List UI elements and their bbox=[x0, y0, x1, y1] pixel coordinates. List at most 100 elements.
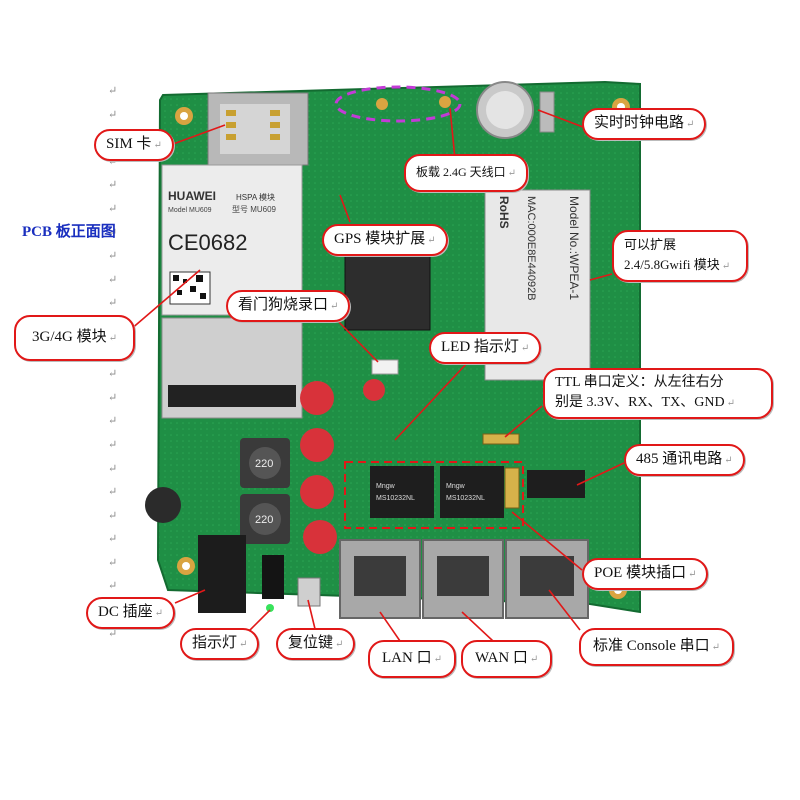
callout-text: LAN 口 bbox=[382, 650, 432, 666]
pointer-lines bbox=[129, 107, 625, 642]
paragraph-mark: ↵ bbox=[108, 179, 118, 192]
callout-text: 2.4/5.8Gwifi 模块 bbox=[624, 257, 720, 272]
ttl-header bbox=[482, 433, 520, 445]
callout-text: POE 模块插口 bbox=[594, 565, 687, 581]
paragraph-mark: ↵ bbox=[108, 556, 118, 569]
paragraph-mark: ↵ bbox=[108, 391, 118, 404]
callout-text: DC 插座 bbox=[98, 604, 153, 620]
watchdog-header bbox=[371, 359, 399, 375]
callout-text: WAN 口 bbox=[475, 650, 528, 666]
callout-text: 3G/4G 模块 bbox=[32, 329, 107, 345]
pcie-slot bbox=[161, 317, 303, 419]
main-soc bbox=[344, 249, 431, 331]
dc-jack bbox=[198, 535, 246, 613]
paragraph-mark: ↵ bbox=[108, 509, 118, 522]
modem-type: HSPA 模块 bbox=[236, 192, 275, 202]
paragraph-mark: ↵ bbox=[108, 533, 118, 546]
paragraph-mark: ↵ bbox=[108, 273, 118, 286]
paragraph-mark: ↵ bbox=[108, 462, 118, 475]
chip-model: MS10232NL bbox=[376, 495, 415, 502]
indicator-light-housing bbox=[262, 555, 284, 599]
callout-text: GPS 模块扩展 bbox=[334, 231, 426, 247]
paragraph-mark: ↵ bbox=[507, 168, 517, 179]
inductors: 220 220 bbox=[240, 438, 290, 544]
paragraph-mark: ↵ bbox=[108, 438, 118, 451]
page-title: PCB 板正面图 bbox=[22, 224, 116, 240]
sim-holder bbox=[207, 92, 309, 166]
callout-text: 指示灯 bbox=[192, 635, 238, 651]
wifi-model: Model No.:WPEA-1 bbox=[567, 196, 581, 300]
edit-marks-column: ↵ ↵ ↵ ↵ ↵ ↵ ↵ ↵ ↵ ↵ ↵ ↵ ↵ ↵ ↵ ↵ ↵ ↵ ↵ ↵ … bbox=[108, 80, 128, 646]
paragraph-mark: ↵ bbox=[239, 639, 248, 650]
paragraph-mark: ↵ bbox=[520, 343, 530, 354]
indicator-led bbox=[266, 604, 274, 612]
callout-text: TTL 串口定义：从左往右分 bbox=[555, 375, 724, 390]
wifi-rohs: RoHS bbox=[497, 196, 511, 229]
paragraph-mark: ↵ bbox=[108, 108, 118, 121]
callout-text: 看门狗烧录口 bbox=[238, 297, 329, 313]
chip-model: MS10232NL bbox=[446, 495, 485, 502]
rs485-chip bbox=[527, 470, 585, 498]
callout-console: 标准 Console 串口↵ bbox=[579, 628, 735, 666]
inductor-label: 220 bbox=[255, 514, 273, 526]
callout-text: 复位键 bbox=[288, 635, 334, 651]
paragraph-mark: ↵ bbox=[335, 639, 344, 650]
chip-brand: Mngw bbox=[446, 483, 466, 490]
paragraph-mark: ↵ bbox=[108, 226, 118, 239]
callout-text: SIM 卡 bbox=[106, 136, 152, 152]
rtc-battery bbox=[476, 81, 555, 139]
callout-text: 实时时钟电路 bbox=[594, 115, 685, 131]
dashed-highlight bbox=[344, 461, 524, 529]
chip-brand: Mngw bbox=[376, 483, 396, 490]
inductor-label: 220 bbox=[255, 458, 273, 470]
paragraph-mark: ↵ bbox=[726, 398, 735, 409]
capacitors bbox=[145, 379, 385, 554]
paragraph-mark: ↵ bbox=[529, 654, 539, 665]
paragraph-mark: ↵ bbox=[721, 261, 731, 272]
paragraph-mark: ↵ bbox=[108, 250, 118, 263]
network-transformers: Mngw MS10232NL Mngw MS10232NL bbox=[370, 466, 520, 518]
paragraph-mark: ↵ bbox=[433, 654, 442, 665]
callout-indicator: 指示灯↵ bbox=[180, 628, 260, 660]
modem-brand: HUAWEI bbox=[168, 189, 216, 203]
callout-antenna: 板载 2.4G 天线口↵ bbox=[404, 154, 529, 192]
callout-gps: GPS 模块扩展↵ bbox=[322, 224, 448, 256]
callout-led: LED 指示灯↵ bbox=[429, 332, 542, 364]
modem-model-cn: 型号 MU609 bbox=[232, 205, 277, 214]
callout-text: 标准 Console 串口 bbox=[593, 638, 710, 654]
paragraph-mark: ↵ bbox=[108, 333, 117, 344]
paragraph-mark: ↵ bbox=[108, 368, 118, 381]
paragraph-mark: ↵ bbox=[330, 301, 339, 312]
paragraph-mark: ↵ bbox=[108, 486, 118, 499]
paragraph-mark: ↵ bbox=[108, 85, 118, 97]
paragraph-mark: ↵ bbox=[108, 627, 118, 640]
callout-modem: 3G/4G 模块↵ bbox=[14, 315, 135, 361]
paragraph-mark: ↵ bbox=[108, 580, 118, 593]
modem-model: Model MU609 bbox=[168, 207, 212, 214]
paragraph-mark: ↵ bbox=[688, 569, 697, 580]
paragraph-mark: ↵ bbox=[108, 297, 118, 310]
paragraph-mark: ↵ bbox=[108, 202, 118, 215]
antenna-area bbox=[334, 85, 462, 123]
callout-reset: 复位键↵ bbox=[276, 628, 356, 660]
callout-poe: POE 模块插口↵ bbox=[582, 558, 709, 590]
paragraph-mark: ↵ bbox=[427, 235, 436, 246]
callout-text: LED 指示灯 bbox=[441, 339, 519, 355]
paragraph-mark: ↵ bbox=[108, 155, 118, 168]
paragraph-mark: ↵ bbox=[108, 415, 118, 428]
callout-text: 板载 2.4G 天线口 bbox=[416, 165, 506, 179]
callout-wifi: 可以扩展 2.4/5.8Gwifi 模块↵ bbox=[612, 230, 748, 282]
wifi-mac: MAC:000E8E44092B bbox=[525, 196, 537, 301]
paragraph-mark: ↵ bbox=[724, 455, 733, 466]
callout-rtc: 实时时钟电路↵ bbox=[582, 108, 707, 140]
callout-watchdog: 看门狗烧录口↵ bbox=[226, 290, 351, 322]
paragraph-mark: ↵ bbox=[154, 608, 163, 619]
callout-ttl: TTL 串口定义：从左往右分别是 3.3V、RX、TX、GND↵ bbox=[543, 368, 773, 419]
ethernet-ports bbox=[339, 539, 589, 619]
callout-sim-card: SIM 卡↵ bbox=[94, 129, 174, 161]
callout-text: 可以扩展 bbox=[624, 237, 677, 252]
callout-dc: DC 插座↵ bbox=[86, 597, 175, 629]
paragraph-mark: ↵ bbox=[686, 119, 695, 130]
modem-ce-mark: CE0682 bbox=[168, 230, 248, 255]
callout-text: 别是 3.3V、RX、TX、GND bbox=[555, 395, 725, 410]
